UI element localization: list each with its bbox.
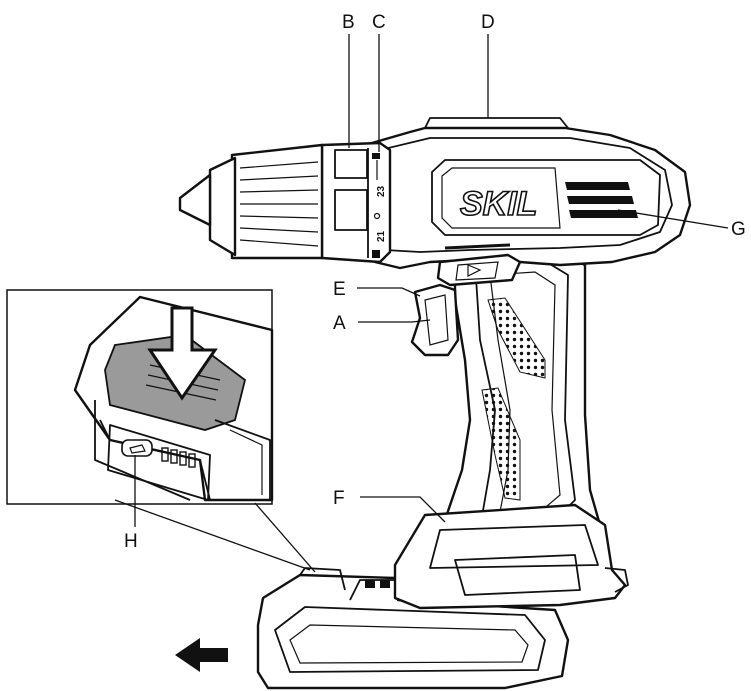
inset-callout-lines (114, 499, 316, 573)
label-g: G (731, 219, 746, 240)
svg-text:23: 23 (376, 185, 387, 197)
label-d: D (481, 12, 495, 33)
leader-lines (134, 34, 729, 527)
tool-base (393, 503, 629, 610)
chuck (178, 143, 324, 260)
label-e: E (333, 279, 346, 300)
direction-switch (436, 243, 522, 287)
label-c: C (372, 12, 386, 33)
label-a: A (333, 313, 346, 334)
label-b: B (342, 12, 355, 33)
removal-direction-arrow-icon (175, 638, 228, 672)
handle (443, 243, 602, 547)
motor-housing (363, 117, 692, 270)
torque-ring (320, 141, 392, 264)
inset-detail (6, 289, 274, 505)
label-h: H (124, 531, 138, 552)
brand-logo: SKIL (460, 185, 537, 223)
torque-scale: 23 21 (372, 153, 387, 258)
svg-text:21: 21 (376, 230, 387, 242)
label-f: F (333, 488, 345, 509)
battery-pack (256, 567, 570, 690)
trigger (410, 283, 460, 357)
